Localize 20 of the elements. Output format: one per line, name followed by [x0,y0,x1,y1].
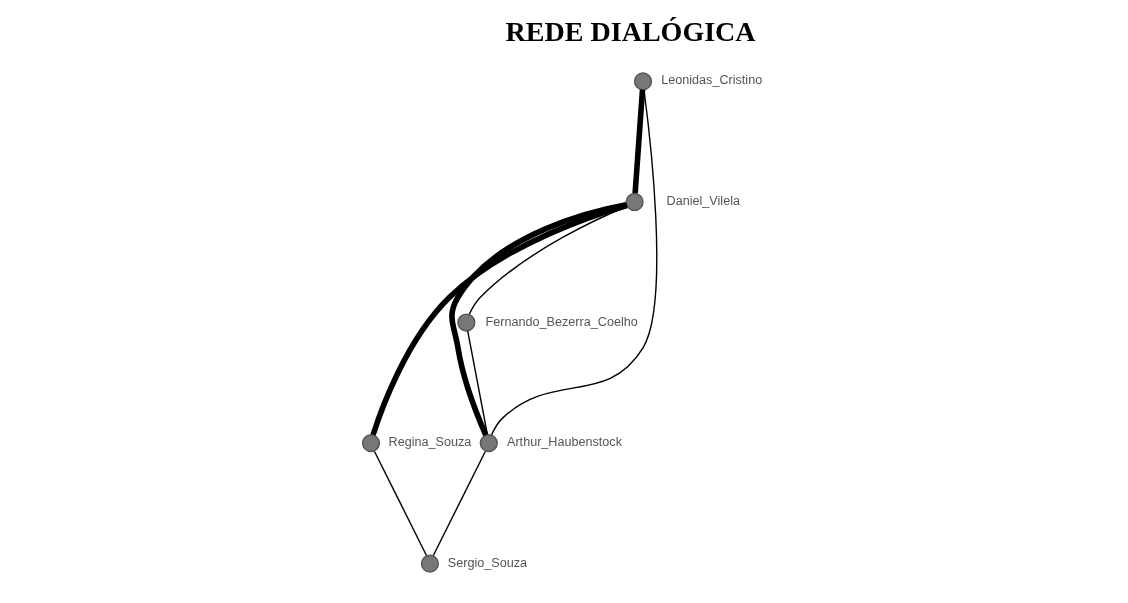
node-circle [479,434,498,453]
diagram-title: REDE DIALÓGICA [505,15,756,47]
node-circle [361,434,380,453]
connector [373,450,427,557]
node-circle [420,554,439,573]
node-circle [633,72,652,91]
node-circle [456,313,475,332]
node-label: Sergio_Souza [447,555,527,570]
node-label: Arthur_Haubenstock [506,435,622,450]
connector [631,89,645,194]
connector [448,201,627,437]
connector [369,202,628,436]
node-label: Daniel_Vilela [666,194,740,209]
node-label: Leonidas_Cristino [660,73,762,88]
node-circle [625,192,644,212]
connector [490,89,657,436]
connector [432,450,486,557]
node-label: Regina_Souza [388,435,471,450]
node-label: Fernando_Bezerra_Coelho [485,314,638,329]
connector [466,330,488,435]
